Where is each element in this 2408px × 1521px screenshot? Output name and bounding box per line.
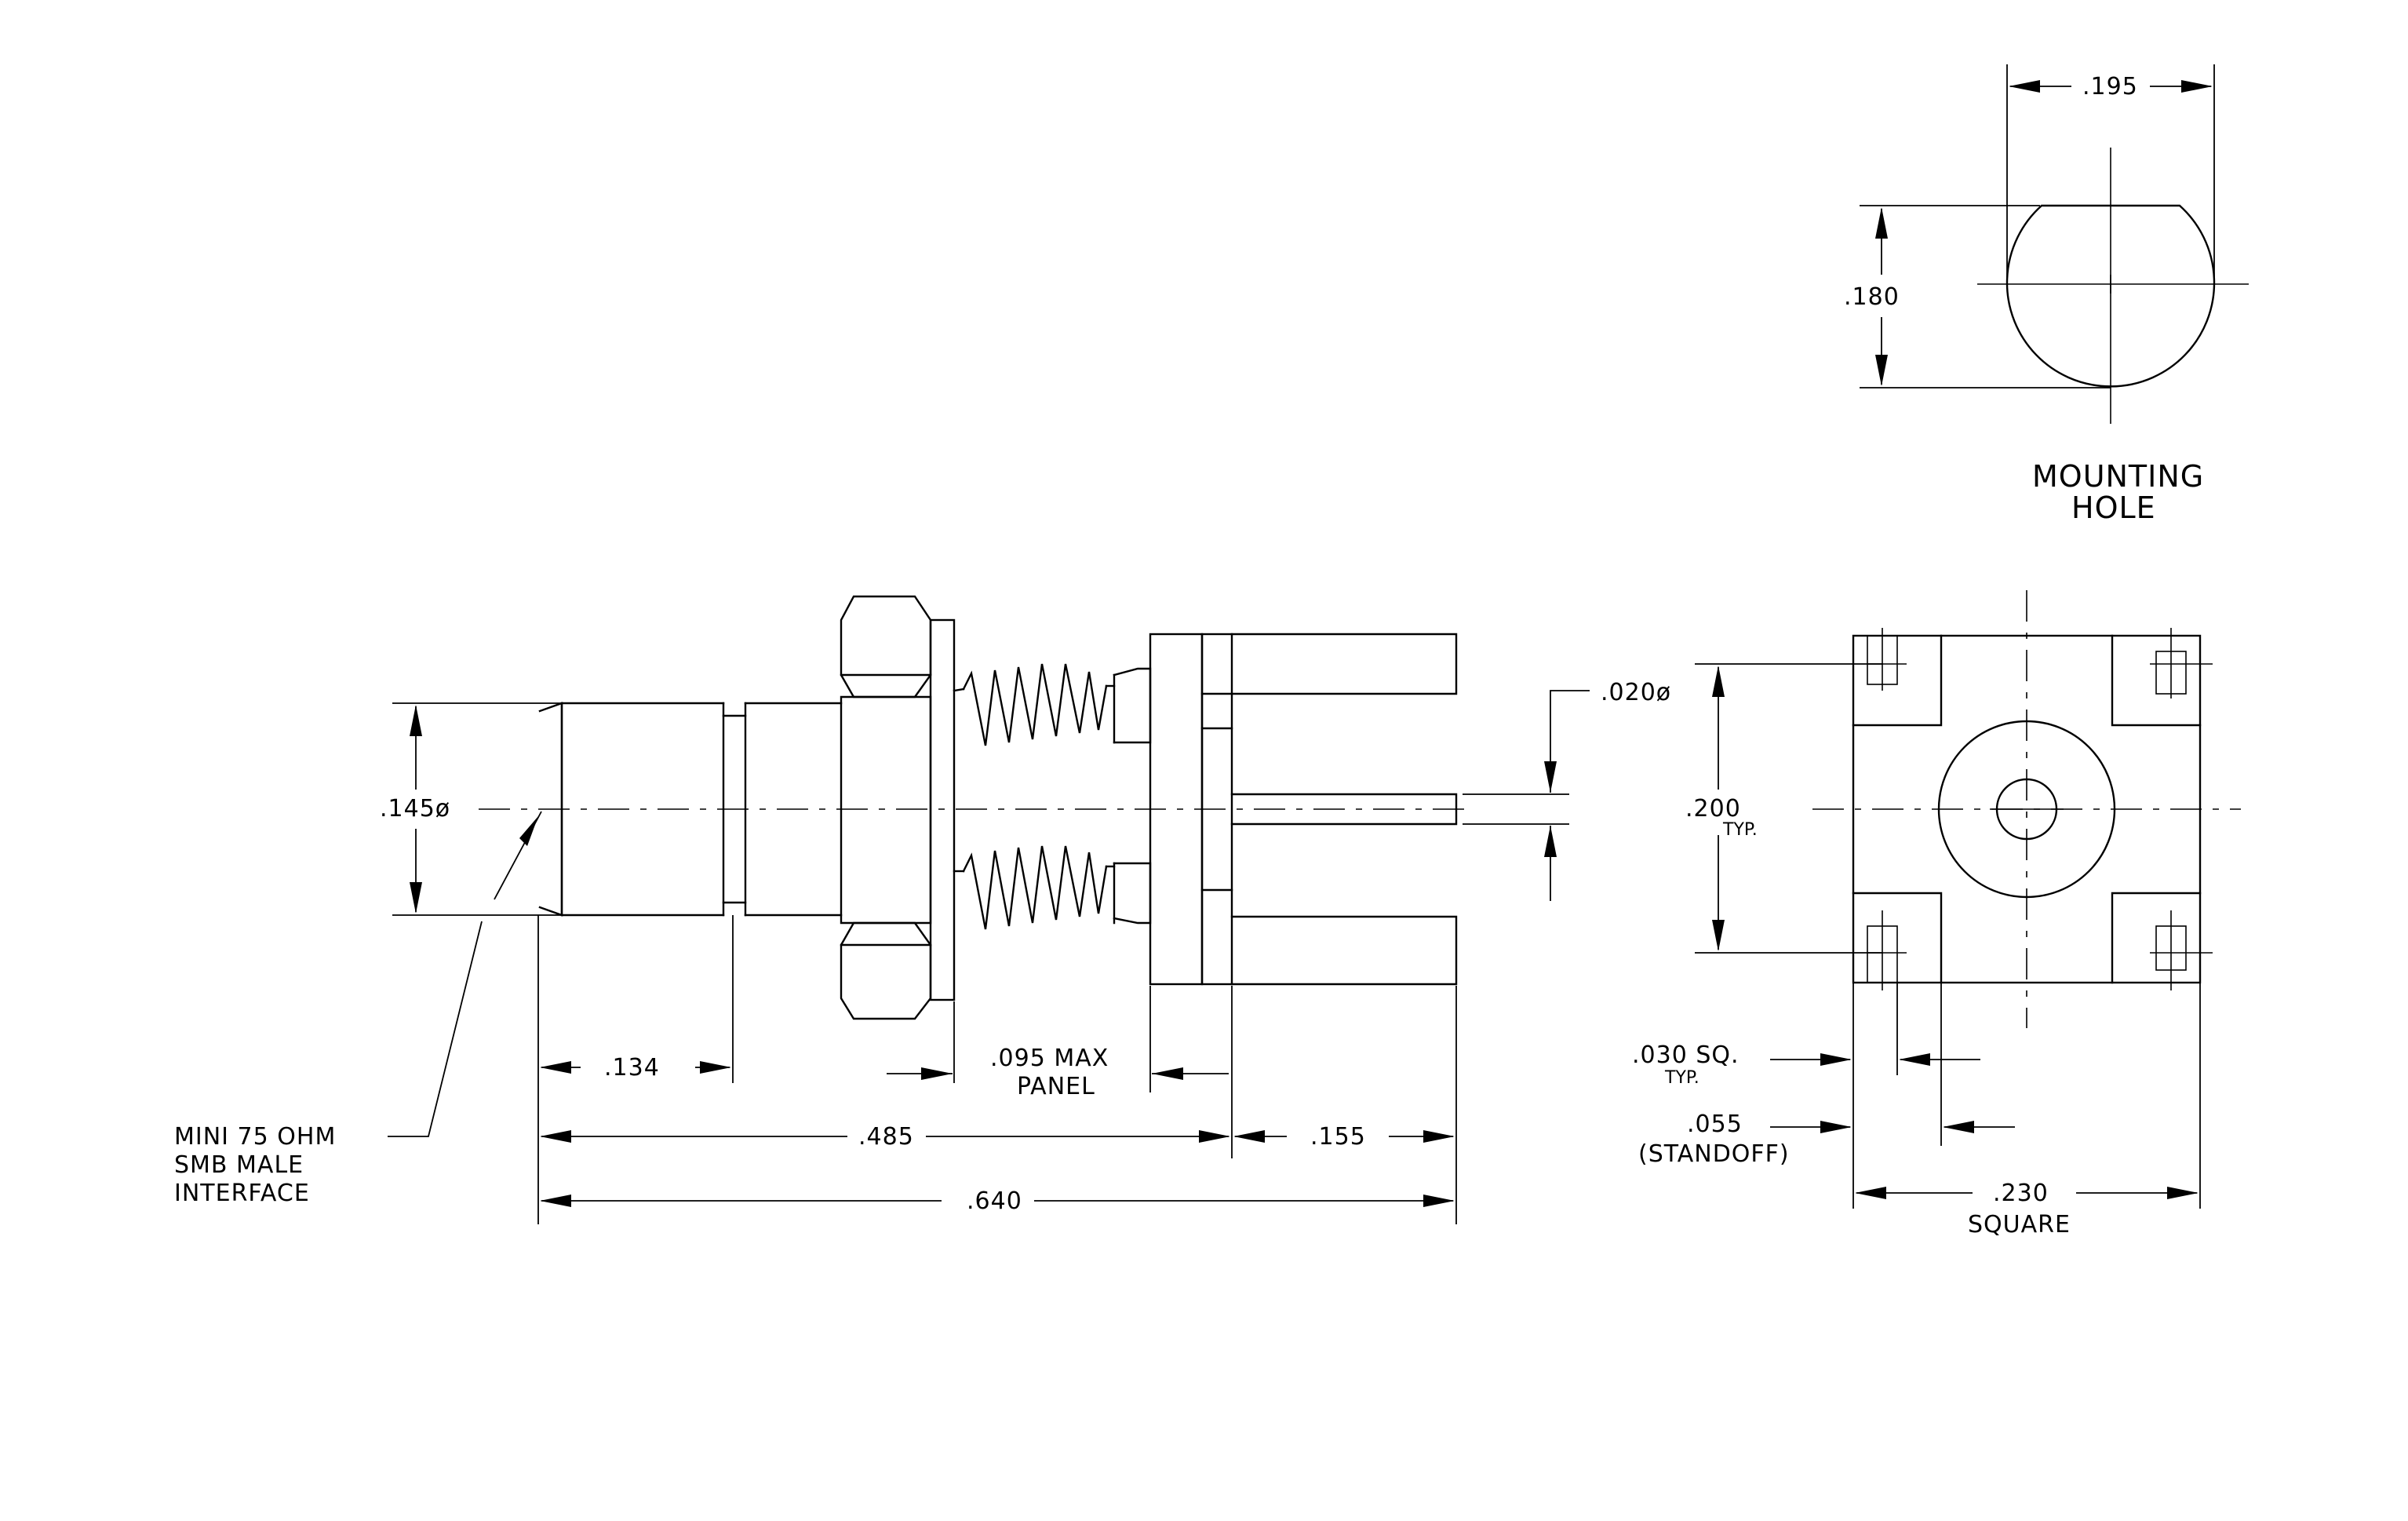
dim-055: .055 <box>1687 1111 1743 1138</box>
dim-485: .485 <box>858 1123 914 1151</box>
dim-055-label: (STANDOFF) <box>1638 1140 1790 1168</box>
mounting-line1: MOUNTING <box>2032 459 2204 494</box>
dim-030-sub: TYP. <box>1664 1068 1699 1088</box>
dim-134: .134 <box>604 1054 660 1081</box>
dim-640: .640 <box>967 1187 1022 1215</box>
connector-front-view <box>1812 590 2241 1028</box>
dim-230: .230 <box>1993 1180 2049 1207</box>
mounting-hole-view: .195 .180 MOUNTING HOLE <box>1844 64 2249 525</box>
dim-200: .200 <box>1685 795 1741 823</box>
interface-line3: INTERFACE <box>174 1180 310 1207</box>
thread-lower <box>953 845 1152 930</box>
dim-030: .030 SQ. <box>1632 1041 1740 1069</box>
dim-195: .195 <box>2082 73 2138 100</box>
dim-095-line1: .095 MAX <box>990 1045 1109 1072</box>
mounting-line2: HOLE <box>2071 491 2156 525</box>
dim-200-sub: TYP. <box>1722 820 1758 840</box>
dim-020: .020ø <box>1601 679 1671 706</box>
interface-line2: SMB MALE <box>174 1151 304 1179</box>
interface-line1: MINI 75 OHM <box>174 1123 336 1151</box>
interface-note: MINI 75 OHM SMB MALE INTERFACE <box>174 1123 336 1207</box>
side-view-dimensions: .145ø .134 .095 MAX PANEL .485 <box>380 679 1671 1224</box>
front-view-dimensions: .200 TYP. .030 SQ. TYP. .055 (STANDOFF) … <box>1632 663 2201 1238</box>
connector-side-view <box>479 595 1467 1020</box>
dim-095-line2: PANEL <box>1017 1073 1095 1100</box>
dim-230-label: SQUARE <box>1968 1211 2071 1238</box>
thread-upper <box>953 663 1152 746</box>
dim-145: .145ø <box>380 795 450 823</box>
dim-180: .180 <box>1844 283 1900 311</box>
dim-155: .155 <box>1310 1123 1366 1151</box>
